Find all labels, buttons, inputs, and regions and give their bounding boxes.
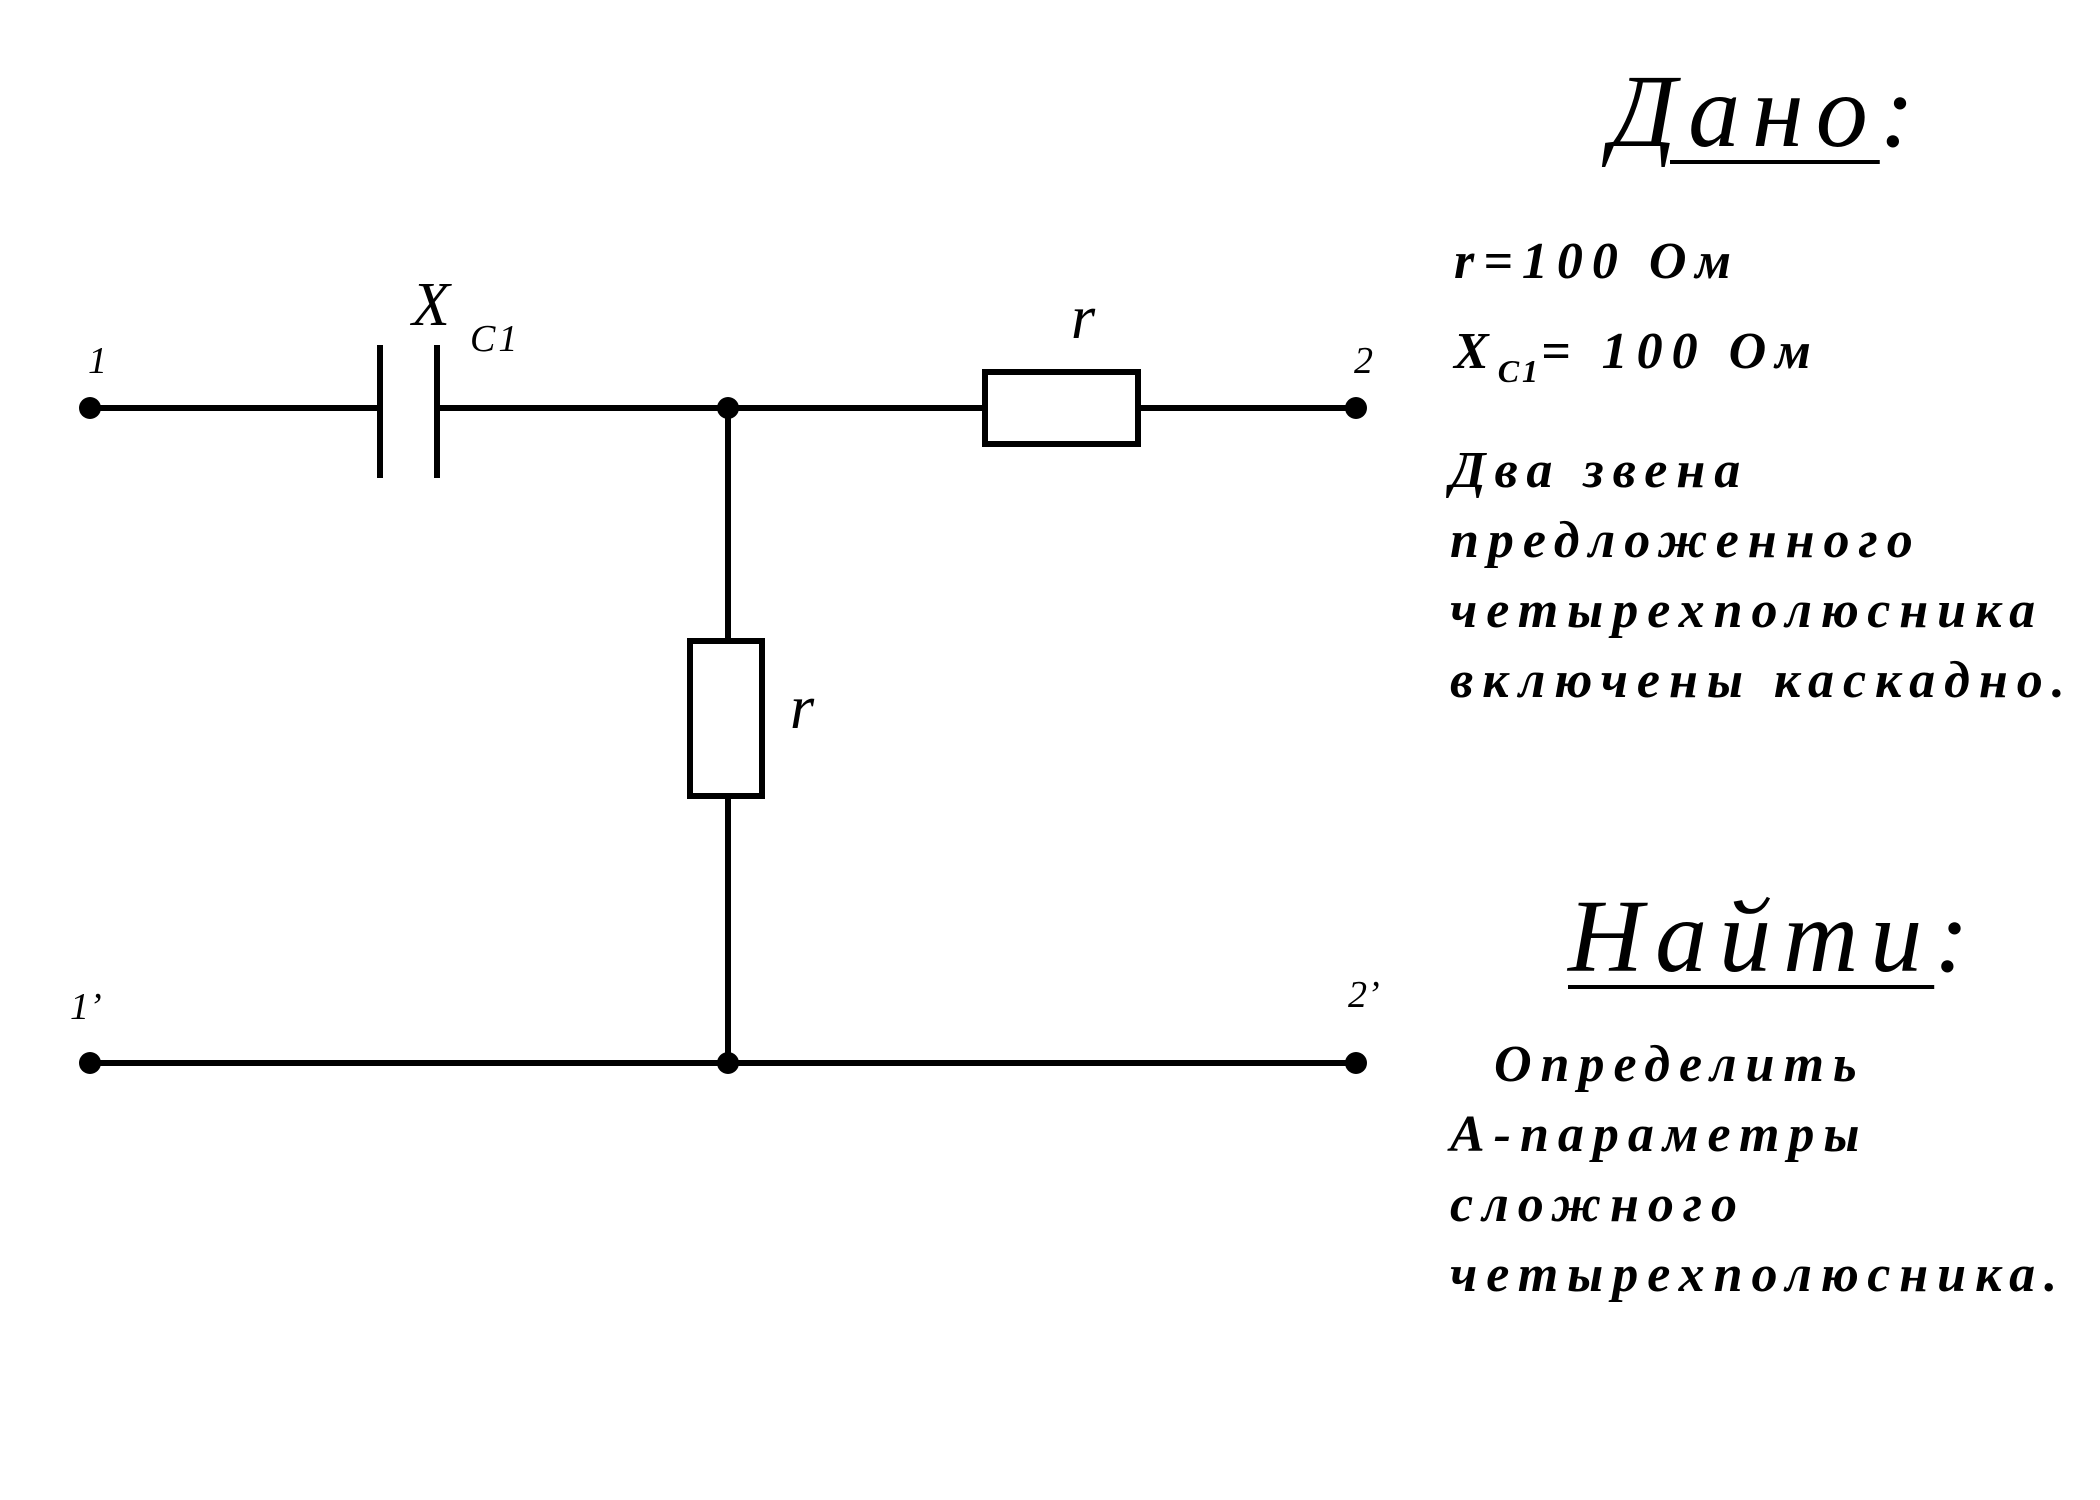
find-task-line: А-параметры (1450, 1106, 1869, 1163)
terminal-2p-label: 2’ (1348, 974, 1380, 1016)
given-description-line: включены каскадно. (1450, 652, 2074, 709)
capacitor-label-subscript: C1 (470, 318, 520, 360)
terminal-2p-dot (1345, 1052, 1367, 1074)
terminal-2-label: 2 (1354, 340, 1373, 382)
given-xc-value: XC1= 100 Ом (1454, 322, 1820, 390)
series-resistor (982, 369, 1141, 447)
bottom-junction-dot (717, 1052, 739, 1074)
find-heading-text: Найти (1568, 879, 1935, 994)
given-description-line: Два звена (1450, 442, 1750, 499)
top-junction-dot (717, 397, 739, 419)
given-heading-colon: : (1879, 54, 1927, 169)
given-xc-symbol: X (1454, 323, 1498, 380)
given-xc-subscript: C1 (1497, 353, 1542, 389)
given-description-line: предложенного (1450, 512, 1922, 569)
terminal-1-label: 1 (88, 340, 107, 382)
shunt-resistor-label: r (790, 674, 815, 742)
given-heading: Дано: (1610, 52, 1926, 171)
given-heading-text: Дано (1610, 54, 1880, 169)
terminal-1p-label: 1’ (70, 986, 102, 1028)
terminal-2-dot (1345, 397, 1367, 419)
find-heading-colon: : (1934, 879, 1981, 994)
terminal-1-dot (79, 397, 101, 419)
find-task-line: четырехполюсника. (1450, 1246, 2067, 1303)
series-resistor-label: r (1071, 284, 1096, 352)
shunt-resistor (687, 638, 765, 799)
capacitor-label: X (409, 271, 452, 339)
terminal-1p-dot (79, 1052, 101, 1074)
given-xc-number: = 100 Ом (1541, 323, 1820, 380)
given-description-line: четырехполюсника (1450, 582, 2045, 639)
find-task-line: сложного (1450, 1176, 1747, 1233)
find-heading: Найти: (1568, 877, 1981, 996)
given-r-value: r=100 Ом (1454, 233, 1741, 290)
find-task-line: Определить (1450, 1036, 1866, 1093)
